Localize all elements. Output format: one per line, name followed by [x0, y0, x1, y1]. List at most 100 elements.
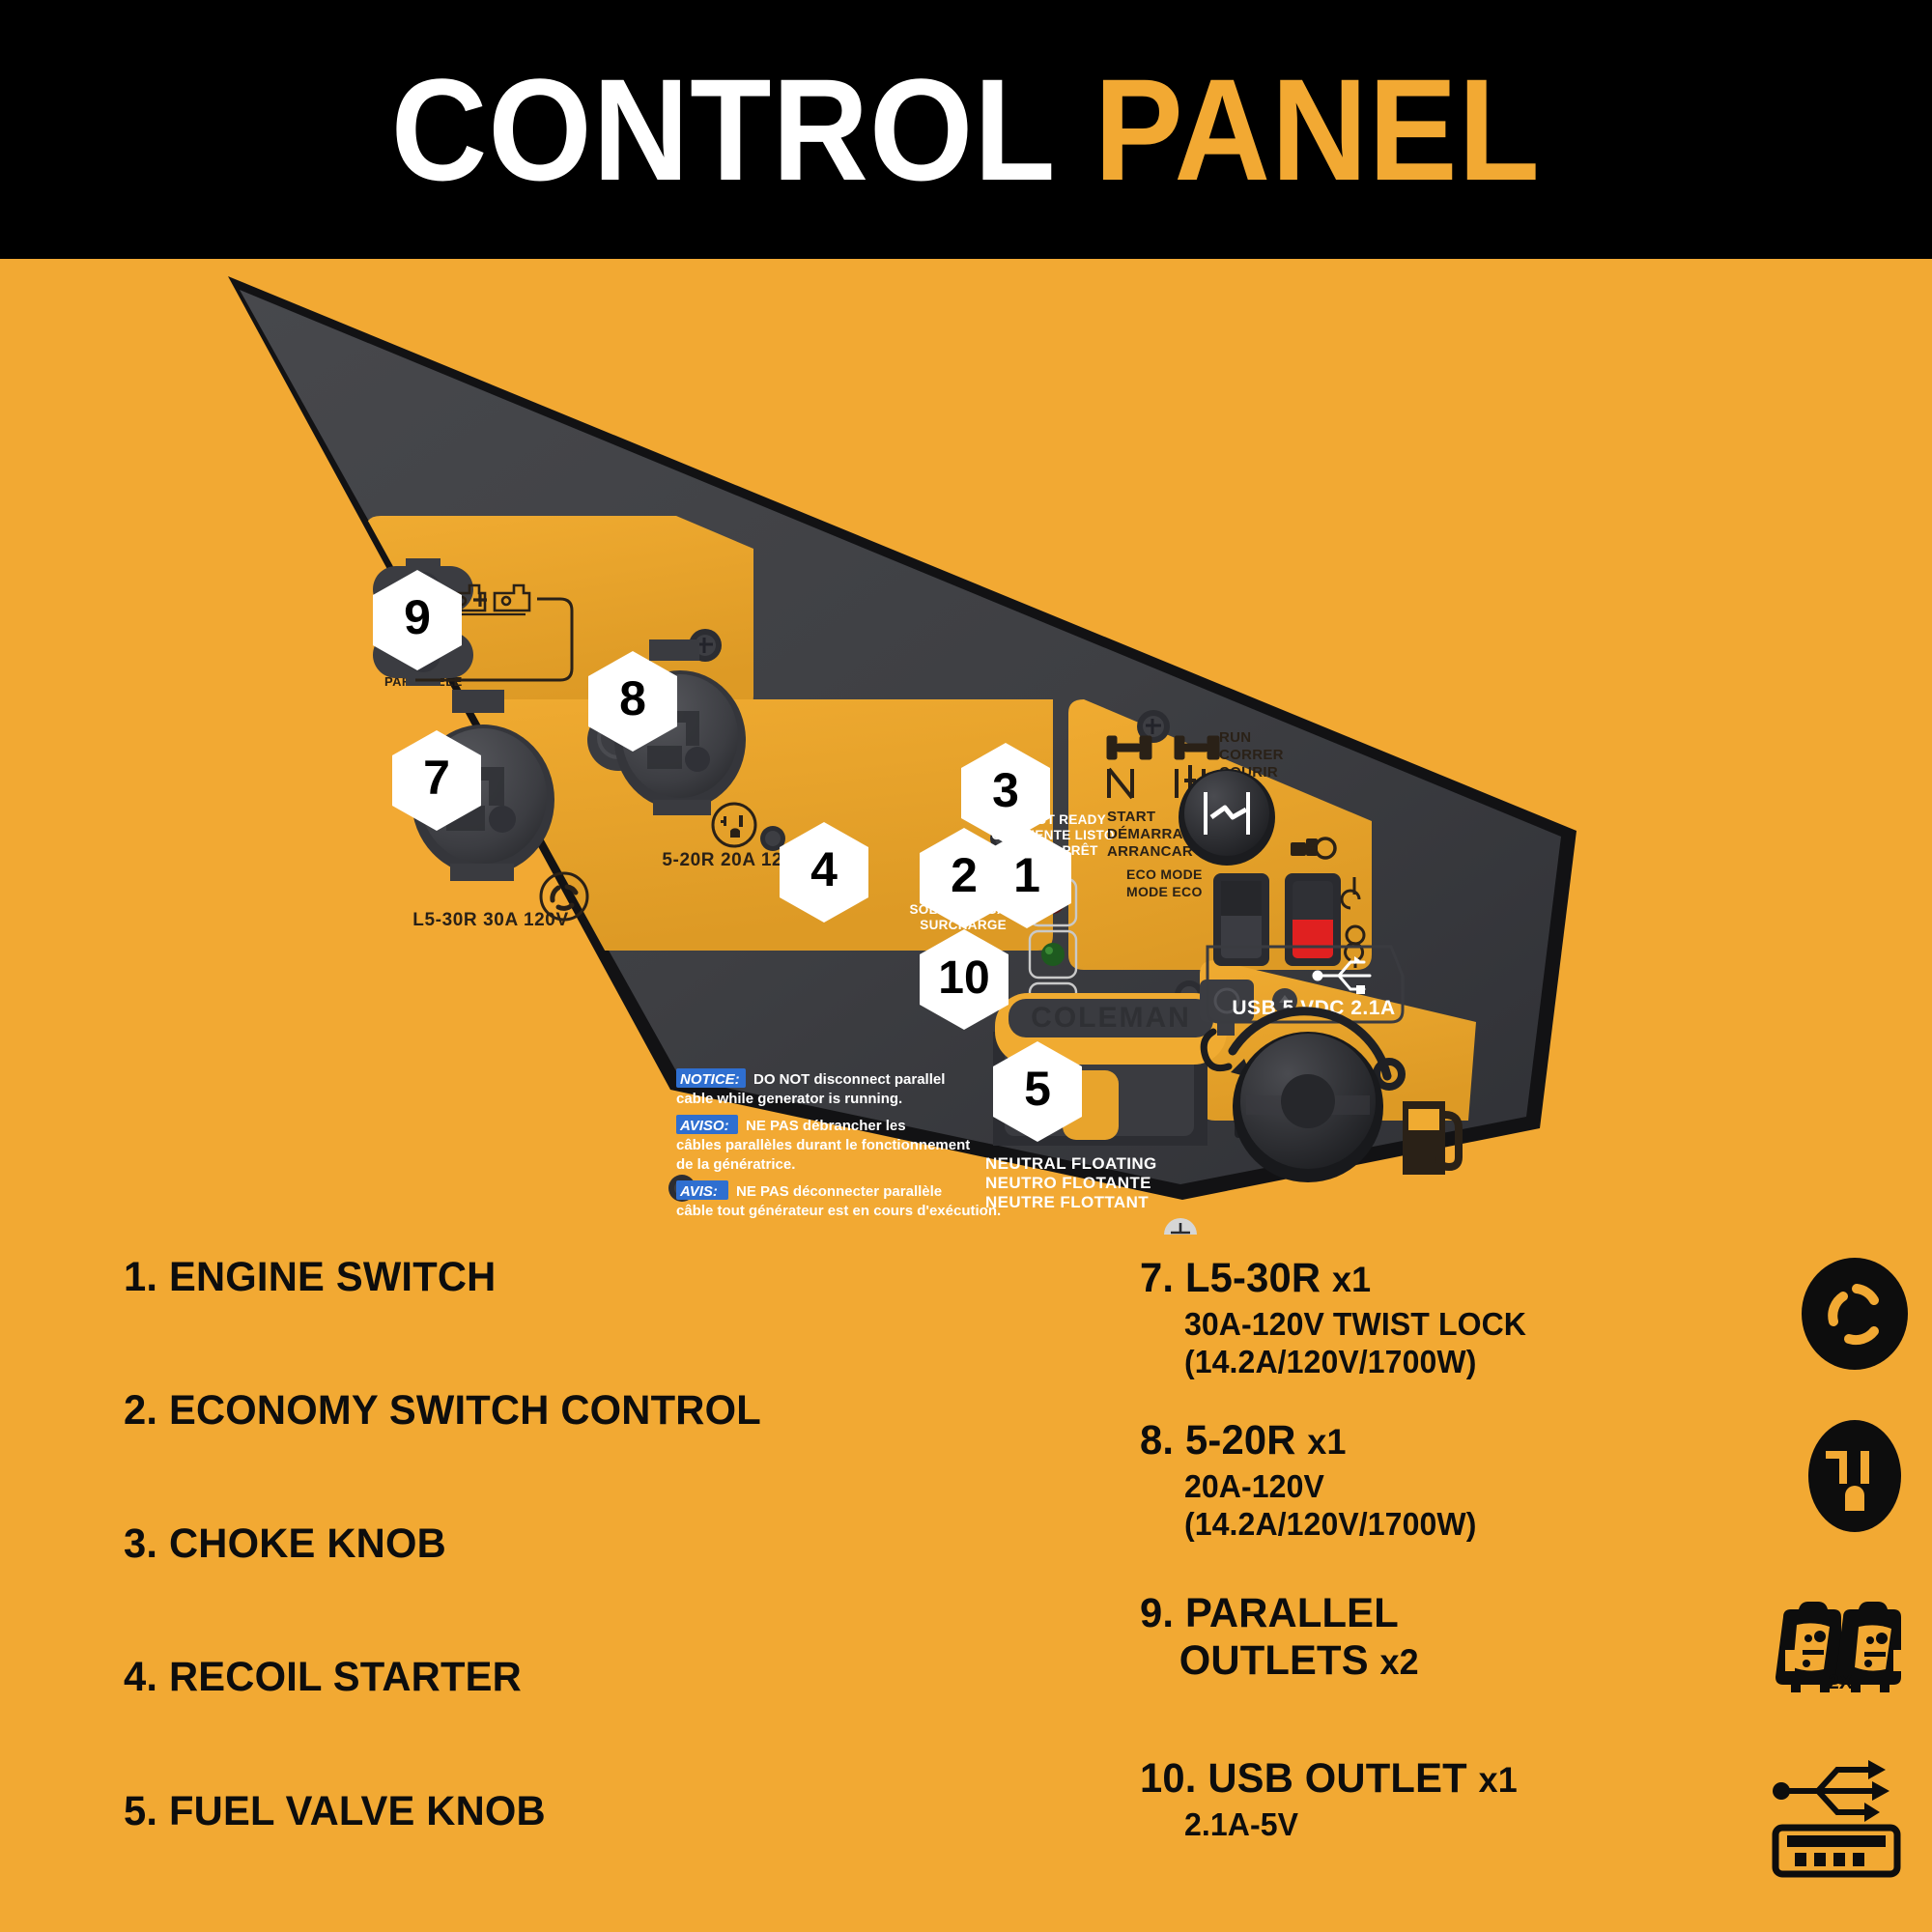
legend-item-4-label: RECOIL STARTER	[168, 1654, 522, 1701]
output-ready-label: OUTPUT READY CORRIENTE LISTO SORTIE PRÊT	[991, 812, 1114, 858]
panel-graphic: PARALLEL OPERATION SALIDA EN PARALELO OP…	[228, 276, 1577, 1235]
svg-text:RUN: RUN	[1219, 729, 1251, 746]
svg-text:ECO MODE: ECO MODE	[1126, 867, 1203, 882]
neutral-floating-label: NEUTRAL FLOATING NEUTRO FLOTANTE NEUTRE …	[985, 1154, 1157, 1211]
header-bar: CONTROL PANEL	[0, 0, 1932, 259]
legend-item-9-qty: x2	[1379, 1642, 1419, 1683]
legend-item-7-sub2: (14.2A/120V/1700W)	[1184, 1344, 1477, 1380]
choke-start-symbol-icon	[1106, 735, 1152, 800]
svg-text:DÉMARRAGE: DÉMARRAGE	[1107, 826, 1205, 842]
legend-item-10-title: 10. USB OUTLET x1	[1140, 1756, 1646, 1801]
svg-text:OUTPUT READY: OUTPUT READY	[1000, 812, 1106, 827]
legend-item-10-number: 10.	[1140, 1755, 1197, 1802]
legend-item-9-number: 9.	[1140, 1590, 1175, 1636]
choke-knob[interactable]	[1179, 769, 1275, 866]
svg-text:CORRER: CORRER	[1219, 747, 1284, 763]
notice-text-2c: de la génératrice.	[676, 1156, 795, 1173]
engine-switch[interactable]	[1285, 873, 1341, 966]
svg-text:CORRIENTE LISTO: CORRIENTE LISTO	[991, 828, 1114, 842]
svg-text:NEUTRAL FLOATING: NEUTRAL FLOATING	[985, 1154, 1157, 1173]
parallel-outlet-cap-bottom[interactable]	[373, 624, 473, 686]
legend-right-column: 7. L5-30R x1 30A-120V TWIST LOCK (14.2A/…	[1140, 1256, 1913, 1901]
page-title: CONTROL PANEL	[391, 57, 1541, 202]
legend-item-9: 9. PARALLEL OUTLETS x2	[1140, 1590, 1913, 1756]
control-panel-illustration: PARALLEL OPERATION SALIDA EN PARALELO OP…	[0, 259, 1932, 1235]
svg-text:SOBRECARGA: SOBRECARGA	[909, 902, 1007, 917]
indicator-light-green-1	[1028, 929, 1078, 980]
legend-item-7-number: 7.	[1140, 1255, 1175, 1301]
legend-item-1: 1. ENGINE SWITCH	[124, 1254, 967, 1300]
svg-text:AVIS:: AVIS:	[679, 1183, 718, 1200]
fuel-pump-icon	[1403, 1101, 1463, 1175]
legend-item-8-number: 8.	[1140, 1417, 1175, 1463]
notice-block: NOTICE: DO NOT disconnect parallel cable…	[676, 1068, 1001, 1219]
legend-item-3: 3. CHOKE KNOB	[124, 1522, 967, 1566]
outlet-5-20r-label: 5-20R 20A 120V	[662, 850, 806, 870]
legend-item-4: 4. RECOIL STARTER	[124, 1656, 967, 1699]
legend-item-7: 7. L5-30R x1 30A-120V TWIST LOCK (14.2A/…	[1140, 1256, 1913, 1418]
twist-lock-symbol-icon	[539, 871, 589, 922]
legend-item-2-number: 2.	[124, 1387, 158, 1435]
svg-text:MODE ECO: MODE ECO	[1126, 884, 1203, 899]
legend-item-7-name: L5-30R	[1184, 1255, 1321, 1301]
nema-520r-symbol-icon	[711, 802, 757, 848]
choke-symbols-group: START DÉMARRAGE ARRANCAR RUN CORRER COUR…	[1106, 729, 1284, 860]
svg-text:SURCHARGE: SURCHARGE	[920, 918, 1007, 932]
notice-text-2a: NE PAS débrancher les	[746, 1118, 906, 1134]
legend-item-1-number: 1.	[124, 1254, 158, 1300]
notice-badge-1	[676, 1068, 746, 1088]
start-label: START DÉMARRAGE ARRANCAR	[1107, 809, 1205, 860]
page-title-part2: PANEL	[1094, 48, 1542, 211]
recoil-handle-emboss: COLEMAN	[1031, 1002, 1191, 1034]
engine-switch-icon	[1291, 837, 1337, 860]
parallel-generators-symbol-icon	[448, 583, 531, 616]
legend-item-10-name: USB OUTLET	[1208, 1755, 1467, 1802]
legend-item-8-title: 8. 5-20R x1	[1140, 1418, 1646, 1463]
legend-item-10-qty: x1	[1478, 1760, 1518, 1800]
legend-item-5-label: FUEL VALVE KNOB	[168, 1787, 546, 1834]
legend-item-3-label: CHOKE KNOB	[168, 1520, 446, 1568]
notice-text-2b: câbles parallèles durant le fonctionneme…	[676, 1137, 970, 1153]
eco-mode-label: ECO MODE MODE ECO	[1126, 867, 1203, 899]
notice-badge-2	[676, 1115, 738, 1134]
usb-symbol-icon	[1312, 956, 1372, 994]
notice-text-1b: cable while generator is running.	[676, 1091, 902, 1107]
notice-text-3b: câble tout générateur est en cours d'exé…	[676, 1203, 1001, 1219]
economy-switch[interactable]	[1213, 873, 1269, 966]
engine-switch-symbols-icon	[1340, 877, 1366, 968]
legend-item-5-number: 5.	[124, 1787, 158, 1834]
svg-text:ARRANCAR: ARRANCAR	[1107, 843, 1193, 860]
recoil-starter[interactable]: COLEMAN	[993, 993, 1227, 1146]
outlet-l5-30r-label: L5-30R 30A 120V	[412, 910, 568, 930]
legend-item-4-number: 4.	[124, 1654, 158, 1701]
parallel-generators-icon: 2X	[1768, 1596, 1913, 1702]
legend-item-10-sub1: 2.1A-5V	[1184, 1806, 1299, 1843]
notice-text-3a: NE PAS déconnecter parallèle	[736, 1183, 942, 1200]
notice-text-1a: DO NOT disconnect parallel	[753, 1071, 945, 1088]
fuel-valve-group[interactable]	[1228, 1007, 1406, 1182]
legend-item-9-name-line2: OUTLETS	[1179, 1637, 1369, 1685]
legend-item-2-label: ECONOMY SWITCH CONTROL	[168, 1387, 761, 1435]
usb-outlet-group[interactable]	[1200, 980, 1297, 1072]
svg-text:AVISO:: AVISO:	[679, 1118, 729, 1134]
legend-item-8: 8. 5-20R x1 20A-120V (14.2A/120V/1700W)	[1140, 1418, 1913, 1590]
legend-item-5: 5. FUEL VALVE KNOB	[124, 1787, 967, 1834]
legend-item-8-sub1: 20A-120V	[1184, 1468, 1324, 1505]
nema-520r-outlet-icon	[1797, 1418, 1913, 1534]
usb-port-icon	[1768, 1758, 1913, 1879]
legend-item-2: 2. ECONOMY SWITCH CONTROL	[124, 1389, 967, 1433]
legend-item-8-sub2: (14.2A/120V/1700W)	[1184, 1506, 1477, 1543]
legend-item-7-sub1: 30A-120V TWIST LOCK	[1184, 1306, 1527, 1343]
svg-text:SORTIE PRÊT: SORTIE PRÊT	[1008, 843, 1098, 858]
parallel-icon-badge: 2X	[1828, 1671, 1853, 1693]
twist-lock-outlet-icon	[1797, 1256, 1913, 1372]
legend-item-3-number: 3.	[124, 1520, 158, 1568]
legend-item-7-title: 7. L5-30R x1	[1140, 1256, 1646, 1300]
legend-item-9-name: PARALLEL	[1184, 1590, 1399, 1636]
page-title-part1: CONTROL	[390, 48, 1057, 211]
svg-text:NEUTRE FLOTTANT: NEUTRE FLOTTANT	[985, 1193, 1149, 1211]
usb-rating-frame	[1206, 945, 1405, 1024]
legend-item-9-title: 9. PARALLEL OUTLETS x2	[1140, 1590, 1646, 1686]
legend-item-8-qty: x1	[1307, 1422, 1347, 1462]
svg-text:OVERLOAD: OVERLOAD	[930, 887, 1007, 901]
